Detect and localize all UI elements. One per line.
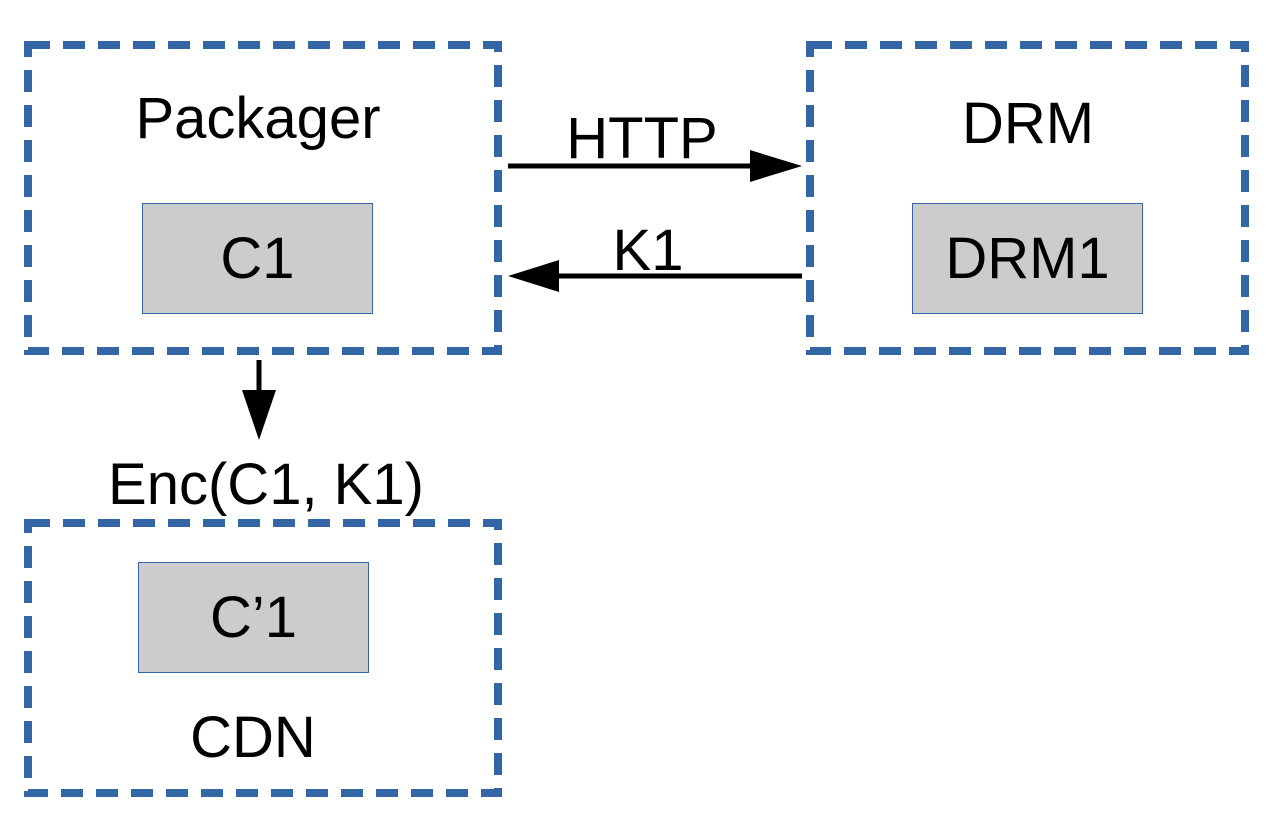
k1-arrow: [508, 260, 802, 292]
packager-content-box: C1: [142, 203, 373, 314]
cdn-container: [24, 519, 502, 797]
cdn-content-box: C’1: [138, 562, 369, 673]
http-label: HTTP: [566, 106, 718, 171]
k1-label: K1: [612, 218, 684, 283]
packager-content-label: C1: [220, 225, 295, 291]
cdn-content-label: C’1: [209, 584, 298, 650]
drm-content-box: DRM1: [912, 203, 1143, 314]
drm-content-label: DRM1: [945, 225, 1110, 291]
drm-label: DRM: [961, 91, 1095, 156]
enc-arrow: [242, 360, 276, 440]
cdn-label: CDN: [190, 705, 316, 770]
packager-label: Packager: [135, 86, 381, 151]
enc-label: Enc(C1, K1): [108, 452, 424, 517]
drm-container: [806, 41, 1249, 355]
http-arrow: [508, 150, 802, 182]
